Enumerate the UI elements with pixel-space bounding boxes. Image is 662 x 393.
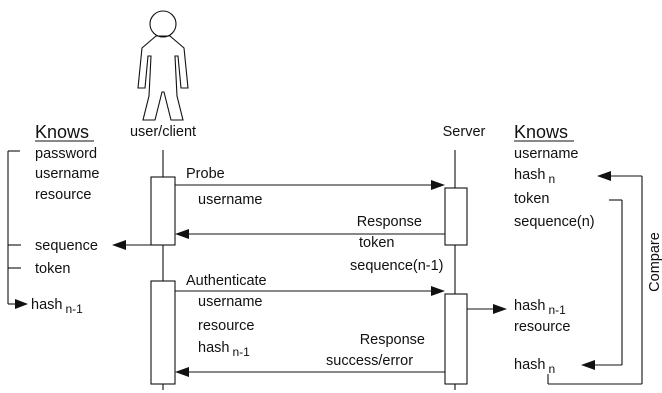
client-knows-item: username [35,166,99,182]
response2-message: Response success/error [175,332,445,377]
client-actor-label: user/client [130,124,196,140]
compare-arrowhead [597,171,611,181]
probe-arrowhead [431,180,445,190]
probe-message: Probe username [175,166,445,208]
server-output-arrowhead [493,304,507,314]
authenticate-param-resource: resource [198,318,254,334]
response2-arrowhead [175,367,189,377]
client-activation-1 [150,176,176,246]
response1-param-token: token [359,235,394,251]
response2-param-status: success/error [326,353,413,369]
server-token: token [514,191,549,207]
response1-message: Response token sequence(n-1) [175,214,445,274]
server-sequence: sequence(n) [514,214,595,230]
client-hash-arrowhead [15,299,28,309]
client-knows-panel: Knows password username resource sequenc… [7,122,151,316]
server-knows-item: username [514,146,578,162]
server-activation-2 [444,293,468,385]
client-knows-item: resource [35,187,91,203]
client-activation-2 [150,280,176,385]
client-learned-sequence: sequence [35,238,98,254]
inner-bracket-arrowhead [581,360,595,370]
client-knows-item: password [35,146,97,162]
client-learned-token: token [35,261,70,277]
response2-label: Response [360,332,425,348]
user-actor-icon [137,10,189,121]
response1-label: Response [357,214,422,230]
response1-arrowhead [175,229,189,239]
compare-label: Compare [647,232,662,292]
sequence-pointer-arrowhead [112,240,126,250]
server-actor-label: Server [443,124,486,140]
probe-label: Probe [186,166,225,182]
client-knows-heading: Knows [35,122,89,142]
response1-param-sequence: sequence(n-1) [350,258,444,274]
server-activation-1 [444,187,468,246]
authenticate-param-username: username [198,294,262,310]
authenticate-label: Authenticate [186,273,267,289]
authenticate-arrowhead [431,286,445,296]
server-received-resource: resource [514,319,570,335]
server-knows-heading: Knows [514,122,568,142]
probe-param-username: username [198,192,262,208]
